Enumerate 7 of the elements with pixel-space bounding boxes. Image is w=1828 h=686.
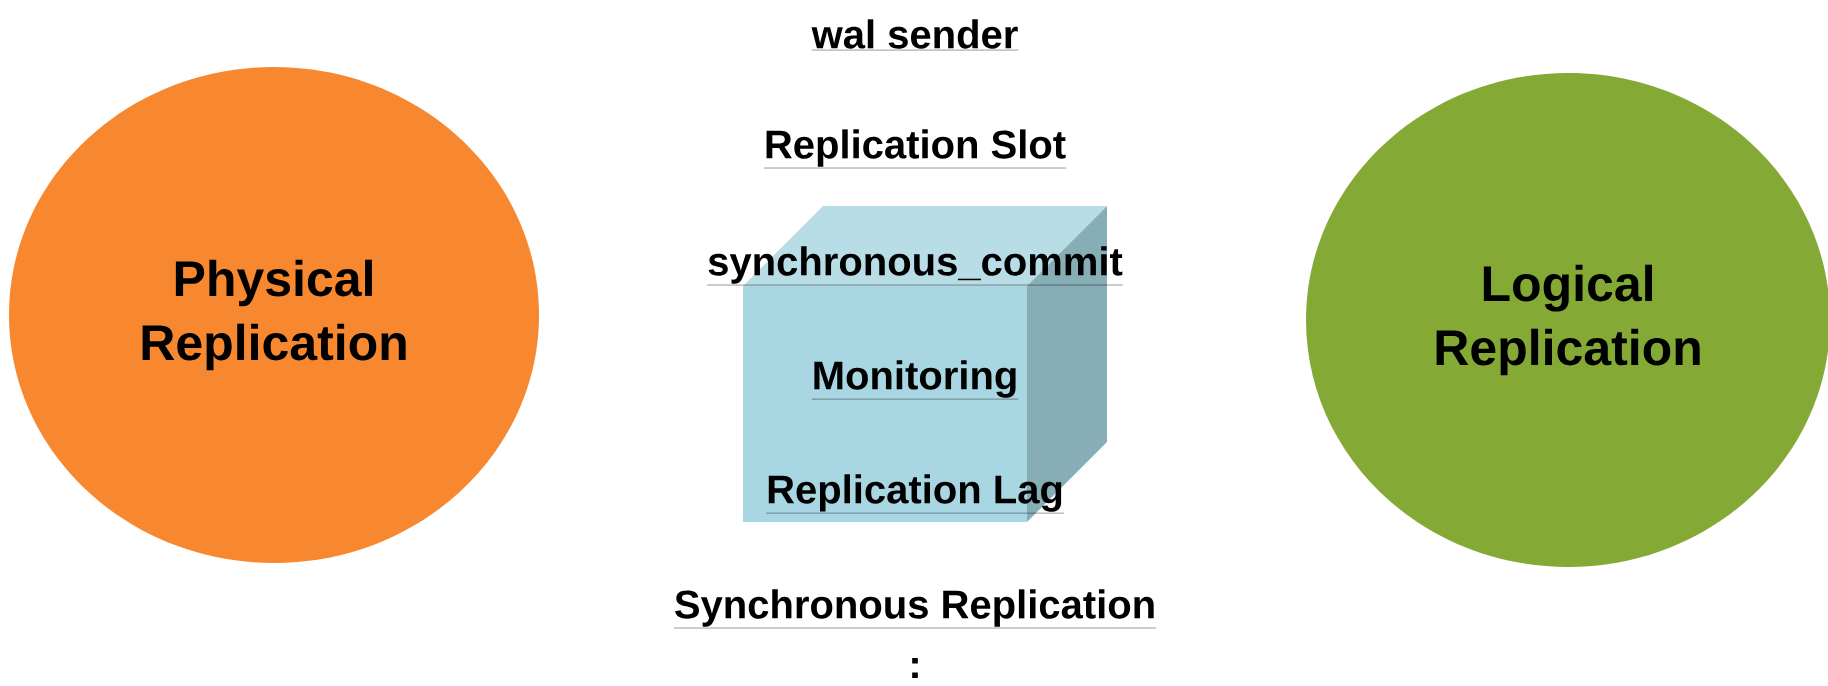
topic-label: Monitoring [811,360,1019,400]
topic-label: Replication Slot [763,129,1067,169]
topic-label: synchronous_commit [707,246,1124,286]
topic-label: Replication Lag [765,474,1065,514]
topic-label: Synchronous Replication [673,589,1157,629]
ellipsis-mark: : [912,657,918,679]
topic-label: wal sender [811,19,1019,51]
